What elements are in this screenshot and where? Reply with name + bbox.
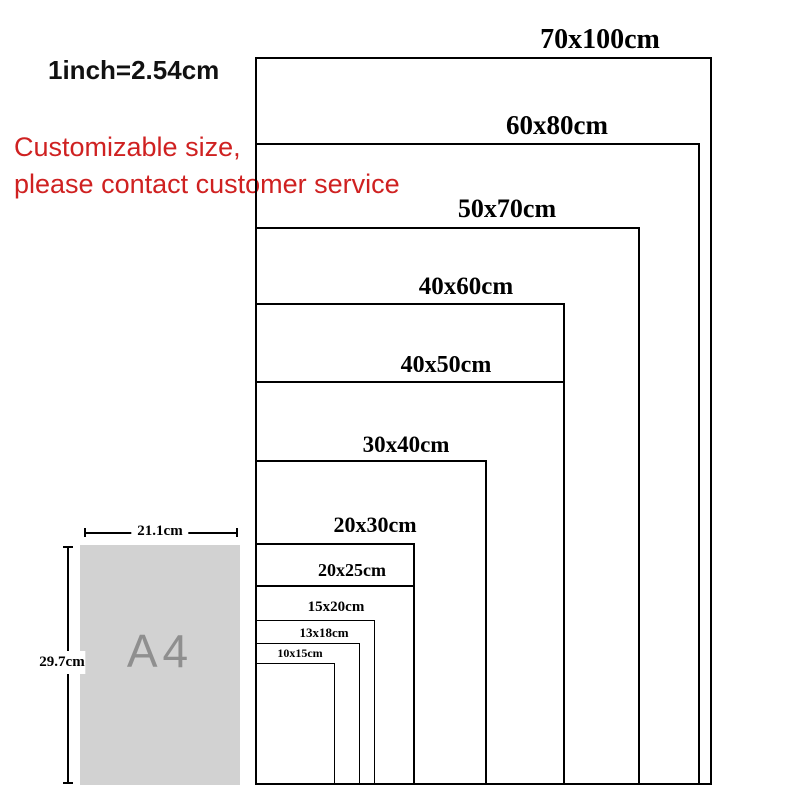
- customizable-note: Customizable size, please contact custom…: [14, 129, 400, 203]
- a4-height-dimension-tick-top: [63, 546, 73, 548]
- size-label-50x70cm: 50x70cm: [457, 194, 557, 223]
- a4-height-label: 29.7cm: [38, 651, 86, 674]
- size-label-40x50cm: 40x50cm: [400, 352, 492, 378]
- size-label-20x25cm: 20x25cm: [318, 560, 386, 580]
- size-label-15x20cm: 15x20cm: [307, 599, 365, 615]
- size-label-13x18cm: 13x18cm: [299, 625, 349, 640]
- size-label-60x80cm: 60x80cm: [506, 110, 608, 140]
- customizable-note-line1: Customizable size,: [14, 132, 241, 162]
- inch-conversion-note: 1inch=2.54cm: [48, 55, 220, 85]
- size-label-70x100cm: 70x100cm: [540, 24, 660, 55]
- a4-width-dimension-tick-left: [84, 528, 86, 537]
- a4-width-label: 21.1cm: [131, 523, 189, 540]
- a4-reference-box: [80, 545, 240, 785]
- size-label-10x15cm: 10x15cm: [277, 646, 323, 660]
- a4-label: A4: [126, 625, 194, 677]
- size-label-20x30cm: 20x30cm: [333, 512, 417, 537]
- a4-width-dimension-tick-right: [236, 528, 238, 537]
- size-label-40x60cm: 40x60cm: [418, 273, 514, 300]
- size-label-30x40cm: 30x40cm: [362, 432, 450, 457]
- size-rect-10x15cm: [255, 663, 335, 785]
- customizable-note-line2: please contact customer service: [14, 169, 400, 199]
- a4-height-dimension-tick-bottom: [63, 782, 73, 784]
